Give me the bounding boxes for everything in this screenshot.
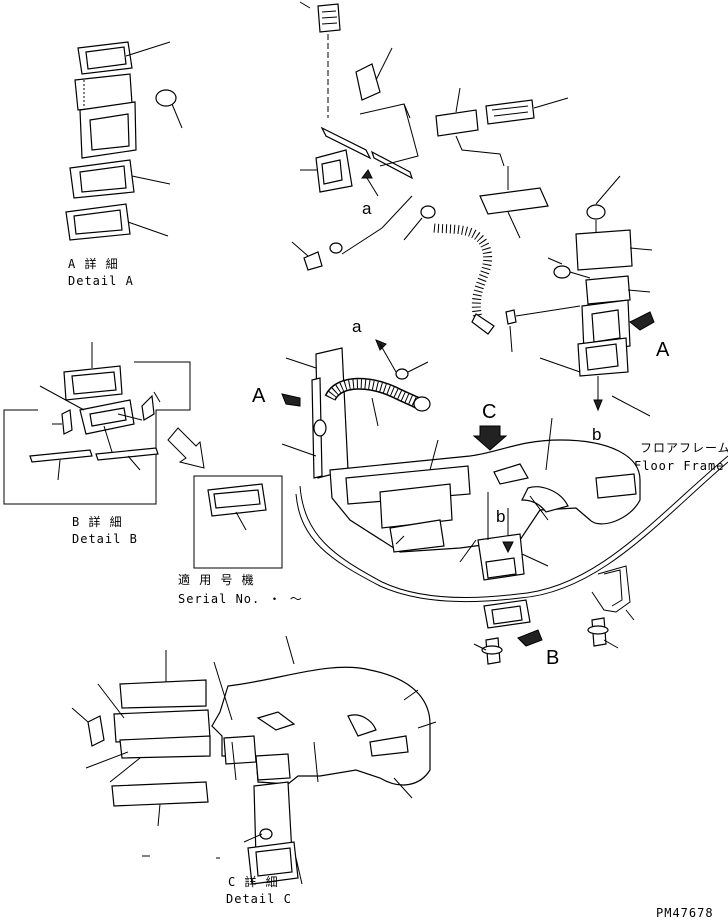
floor-frame-label-en: Floor Frame xyxy=(634,459,724,473)
marker-b-center: b xyxy=(496,507,505,526)
detail-a-caption-en: Detail A xyxy=(68,274,134,288)
serial-box xyxy=(193,475,283,569)
part-number: PM47678 xyxy=(656,906,714,920)
marker-B: B xyxy=(546,647,559,669)
serial-caption-jp: 適 用 号 機 xyxy=(178,572,255,587)
main-duct-assembly xyxy=(281,339,728,603)
hollow-arrow-icon xyxy=(167,427,205,469)
detail-b-drawing xyxy=(3,342,191,505)
detail-a-drawing xyxy=(65,41,183,241)
bolt-and-washer-top xyxy=(291,195,413,271)
floor-frame-label-jp: フロアフレーム xyxy=(640,441,728,455)
bracket-and-bolts xyxy=(473,565,635,665)
unit-a-right xyxy=(539,175,655,417)
detail-c-drawing xyxy=(71,635,437,885)
marker-C: C xyxy=(482,401,496,423)
marker-A-left: A xyxy=(252,385,266,407)
marker-a-mid: a xyxy=(352,317,362,336)
vent-assembly-top xyxy=(299,1,419,197)
detail-c-caption-en: Detail C xyxy=(226,892,292,906)
marker-a-top: a xyxy=(362,199,372,218)
marker-A-right: A xyxy=(656,339,670,361)
detail-c-caption-jp: C 詳 細 xyxy=(228,874,279,889)
detail-a-caption-jp: A 詳 細 xyxy=(68,256,119,271)
detail-b-caption-jp: B 詳 細 xyxy=(72,514,123,529)
grille-and-hose xyxy=(403,87,581,353)
marker-b-right: b xyxy=(592,425,601,444)
serial-caption-en: Serial No. ・ 〜 xyxy=(178,592,303,606)
detail-b-caption-en: Detail B xyxy=(72,532,138,546)
